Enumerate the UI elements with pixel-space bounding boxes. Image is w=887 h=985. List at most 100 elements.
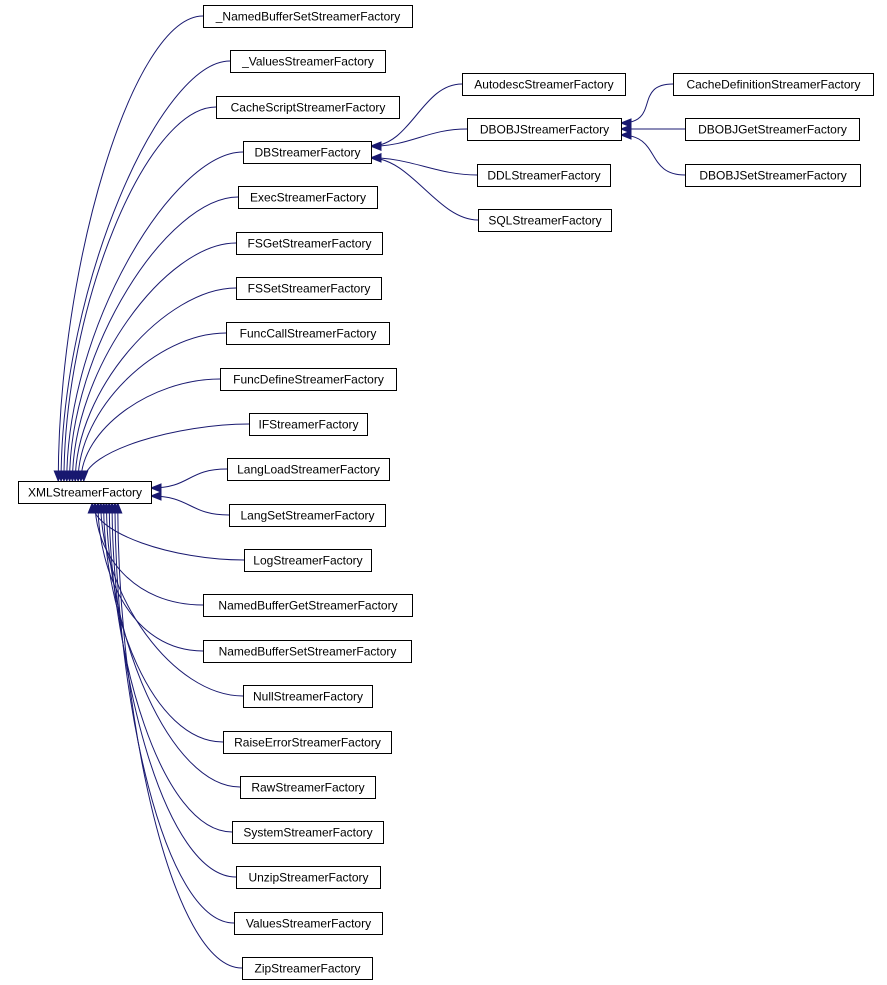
edge-lang-load-streamer-factory-to-xml-streamer-factory (150, 468, 228, 489)
class-node-cache-script-streamer-factory[interactable]: CacheScriptStreamerFactory (216, 96, 400, 119)
class-node-raise-error-streamer-factory[interactable]: RaiseErrorStreamerFactory (223, 731, 392, 754)
node-label: ValuesStreamerFactory (246, 917, 371, 931)
edges-layer (53, 15, 686, 969)
node-label: CacheScriptStreamerFactory (231, 101, 386, 115)
class-node-raw-streamer-factory[interactable]: RawStreamerFactory (240, 776, 376, 799)
edge-unzip-streamer-factory-to-xml-streamer-factory (111, 502, 237, 878)
class-node-sql-streamer-factory[interactable]: SQLStreamerFactory (478, 209, 612, 232)
node-label: RawStreamerFactory (251, 781, 364, 795)
node-label: DBOBJGetStreamerFactory (698, 123, 847, 137)
node-box (223, 731, 392, 754)
class-node-lang-load-streamer-factory[interactable]: LangLoadStreamerFactory (227, 458, 390, 481)
node-box (232, 821, 384, 844)
edge-underscore-named-buffer-set-streamer-factory-to-xml-streamer-factory (57, 15, 204, 482)
node-label: NamedBufferGetStreamerFactory (218, 599, 397, 613)
arrowhead-lang-load-streamer-factory (149, 483, 162, 493)
class-node-ddl-streamer-factory[interactable]: DDLStreamerFactory (477, 164, 611, 187)
node-label: RaiseErrorStreamerFactory (234, 736, 381, 750)
edge-cache-definition-streamer-factory-to-dbobj-streamer-factory (620, 83, 674, 124)
class-node-lang-set-streamer-factory[interactable]: LangSetStreamerFactory (229, 504, 386, 527)
node-box (467, 118, 622, 141)
node-label: LogStreamerFactory (253, 554, 362, 568)
node-label: SystemStreamerFactory (243, 826, 372, 840)
class-node-dbobj-streamer-factory[interactable]: DBOBJStreamerFactory (467, 118, 622, 141)
class-node-func-define-streamer-factory[interactable]: FuncDefineStreamerFactory (220, 368, 397, 391)
node-label: SQLStreamerFactory (488, 214, 601, 228)
edge-autodesc-streamer-factory-to-db-streamer-factory (370, 83, 463, 147)
class-node-fs-get-streamer-factory[interactable]: FSGetStreamerFactory (236, 232, 383, 255)
edge-db-streamer-factory-to-xml-streamer-factory (66, 151, 244, 482)
node-box (236, 277, 382, 300)
edge-dbobj-set-streamer-factory-to-dbobj-streamer-factory (620, 134, 686, 176)
node-label: AutodescStreamerFactory (474, 78, 613, 92)
node-label: _ValuesStreamerFactory (241, 55, 374, 69)
node-label: DBOBJSetStreamerFactory (699, 169, 846, 183)
node-box (685, 164, 861, 187)
node-box (477, 164, 611, 187)
class-node-cache-definition-streamer-factory[interactable]: CacheDefinitionStreamerFactory (673, 73, 874, 96)
edge-values-streamer-factory-to-xml-streamer-factory (114, 502, 235, 924)
class-node-values-streamer-factory[interactable]: ValuesStreamerFactory (234, 912, 383, 935)
edge-func-define-streamer-factory-to-xml-streamer-factory (80, 378, 221, 482)
class-node-dbobj-set-streamer-factory[interactable]: DBOBJSetStreamerFactory (685, 164, 861, 187)
arrowhead-dbobj-streamer-factory (369, 141, 382, 151)
node-label: UnzipStreamerFactory (248, 871, 368, 885)
node-label: DBStreamerFactory (254, 146, 360, 160)
class-node-exec-streamer-factory[interactable]: ExecStreamerFactory (238, 186, 378, 209)
edge-zip-streamer-factory-to-xml-streamer-factory (117, 502, 243, 969)
class-node-unzip-streamer-factory[interactable]: UnzipStreamerFactory (236, 866, 381, 889)
node-label: NullStreamerFactory (253, 690, 363, 704)
edge-underscore-values-streamer-factory-to-xml-streamer-factory (60, 60, 231, 482)
edge-ddl-streamer-factory-to-db-streamer-factory (370, 157, 478, 176)
edge-named-buffer-get-streamer-factory-to-xml-streamer-factory (94, 502, 204, 606)
node-label: FuncDefineStreamerFactory (233, 373, 384, 387)
node-box (230, 50, 386, 73)
arrowhead-dbobj-get-streamer-factory (619, 124, 632, 134)
class-node-func-call-streamer-factory[interactable]: FuncCallStreamerFactory (226, 322, 390, 345)
edge-null-streamer-factory-to-xml-streamer-factory (100, 502, 244, 697)
node-label: FuncCallStreamerFactory (240, 327, 377, 341)
edge-sql-streamer-factory-to-db-streamer-factory (370, 157, 479, 221)
class-node-null-streamer-factory[interactable]: NullStreamerFactory (243, 685, 373, 708)
class-node-underscore-named-buffer-set-streamer-factory[interactable]: _NamedBufferSetStreamerFactory (203, 5, 413, 28)
class-node-dbobj-get-streamer-factory[interactable]: DBOBJGetStreamerFactory (685, 118, 860, 141)
edge-raw-streamer-factory-to-xml-streamer-factory (105, 502, 241, 788)
class-node-fs-set-streamer-factory[interactable]: FSSetStreamerFactory (236, 277, 382, 300)
class-node-system-streamer-factory[interactable]: SystemStreamerFactory (232, 821, 384, 844)
edge-lang-set-streamer-factory-to-xml-streamer-factory (150, 495, 230, 516)
node-box (240, 776, 376, 799)
class-node-named-buffer-get-streamer-factory[interactable]: NamedBufferGetStreamerFactory (203, 594, 413, 617)
node-label: DBOBJStreamerFactory (480, 123, 609, 137)
class-node-zip-streamer-factory[interactable]: ZipStreamerFactory (242, 957, 373, 980)
arrowhead-dbobj-set-streamer-factory (619, 130, 632, 140)
node-box (203, 5, 413, 28)
node-box (220, 368, 397, 391)
node-label: CacheDefinitionStreamerFactory (686, 78, 860, 92)
class-node-underscore-values-streamer-factory[interactable]: _ValuesStreamerFactory (230, 50, 386, 73)
arrowhead-sql-streamer-factory (369, 153, 382, 163)
node-box (229, 504, 386, 527)
class-node-named-buffer-set-streamer-factory[interactable]: NamedBufferSetStreamerFactory (203, 640, 412, 663)
node-label: NamedBufferSetStreamerFactory (219, 645, 397, 659)
arrowhead-if-streamer-factory (79, 470, 89, 483)
class-node-log-streamer-factory[interactable]: LogStreamerFactory (244, 549, 372, 572)
edge-fs-get-streamer-factory-to-xml-streamer-factory (71, 242, 237, 482)
class-node-db-streamer-factory[interactable]: DBStreamerFactory (243, 141, 372, 164)
node-box (244, 549, 372, 572)
class-node-autodesc-streamer-factory[interactable]: AutodescStreamerFactory (462, 73, 626, 96)
node-label: DDLStreamerFactory (487, 169, 600, 183)
edge-func-call-streamer-factory-to-xml-streamer-factory (77, 332, 227, 482)
node-box (242, 957, 373, 980)
node-label: LangLoadStreamerFactory (237, 463, 380, 477)
edge-cache-script-streamer-factory-to-xml-streamer-factory (63, 106, 217, 482)
node-box (243, 141, 372, 164)
node-box (685, 118, 860, 141)
class-node-xml-streamer-factory[interactable]: XMLStreamerFactory (18, 481, 152, 504)
node-label: FSSetStreamerFactory (248, 282, 371, 296)
node-box (238, 186, 378, 209)
node-box (236, 866, 381, 889)
node-box (18, 481, 152, 504)
class-node-if-streamer-factory[interactable]: IFStreamerFactory (249, 413, 368, 436)
edge-exec-streamer-factory-to-xml-streamer-factory (69, 196, 239, 482)
edge-dbobj-streamer-factory-to-db-streamer-factory (370, 128, 468, 147)
